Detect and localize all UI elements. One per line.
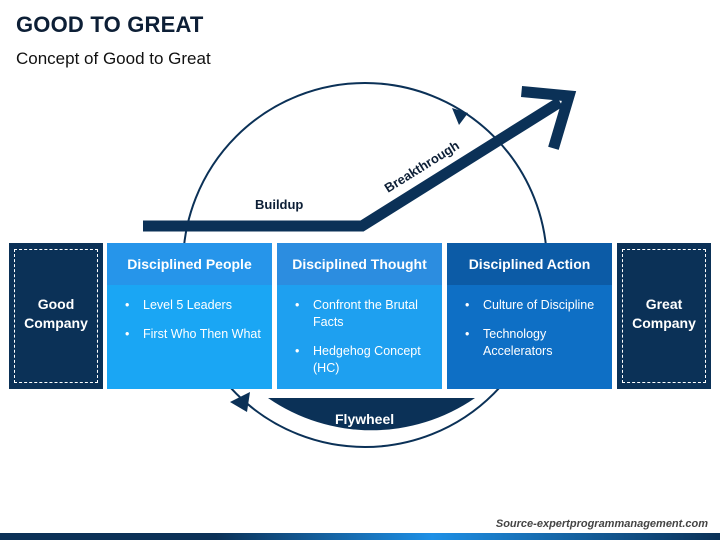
column-body: Culture of Discipline Technology Acceler… xyxy=(447,285,612,389)
list-item: Confront the Brutal Facts xyxy=(295,297,432,331)
list-item: Hedgehog Concept (HC) xyxy=(295,343,432,377)
list-item: Culture of Discipline xyxy=(465,297,602,314)
list-item: Technology Accelerators xyxy=(465,326,602,360)
list-item: First Who Then What xyxy=(125,326,262,343)
circle-arrowhead-top xyxy=(452,108,468,125)
source-caption: Source-expertprogrammanagement.com xyxy=(495,518,708,530)
page-subtitle: Concept of Good to Great xyxy=(16,49,211,68)
growth-arrow xyxy=(143,97,563,232)
column-heading: Disciplined Action xyxy=(447,243,612,285)
column-body: Confront the Brutal Facts Hedgehog Conce… xyxy=(277,285,442,389)
flywheel-label: Flywheel xyxy=(335,411,394,427)
good-company-dashed-border xyxy=(14,249,98,383)
column-body: Level 5 Leaders First Who Then What xyxy=(107,285,272,389)
good-company-label: Good Company xyxy=(24,296,88,331)
great-company-label: Great Company xyxy=(632,296,696,331)
column-heading: Disciplined People xyxy=(107,243,272,285)
flywheel-band xyxy=(268,398,475,431)
column-disciplined-thought: Disciplined Thought Confront the Brutal … xyxy=(277,243,442,389)
column-heading: Disciplined Thought xyxy=(277,243,442,285)
great-company-box: Great Company xyxy=(617,243,711,389)
growth-arrowhead xyxy=(521,86,577,150)
list-item: Level 5 Leaders xyxy=(125,297,262,314)
buildup-label: Buildup xyxy=(255,197,303,212)
great-company-dashed-border xyxy=(622,249,706,383)
circle-arrowhead-bottom xyxy=(230,392,250,412)
column-disciplined-action: Disciplined Action Culture of Discipline… xyxy=(447,243,612,389)
bottom-accent-bar xyxy=(0,533,720,540)
page-title: GOOD TO GREAT xyxy=(16,12,204,37)
column-disciplined-people: Disciplined People Level 5 Leaders First… xyxy=(107,243,272,389)
good-company-box: Good Company xyxy=(9,243,103,389)
